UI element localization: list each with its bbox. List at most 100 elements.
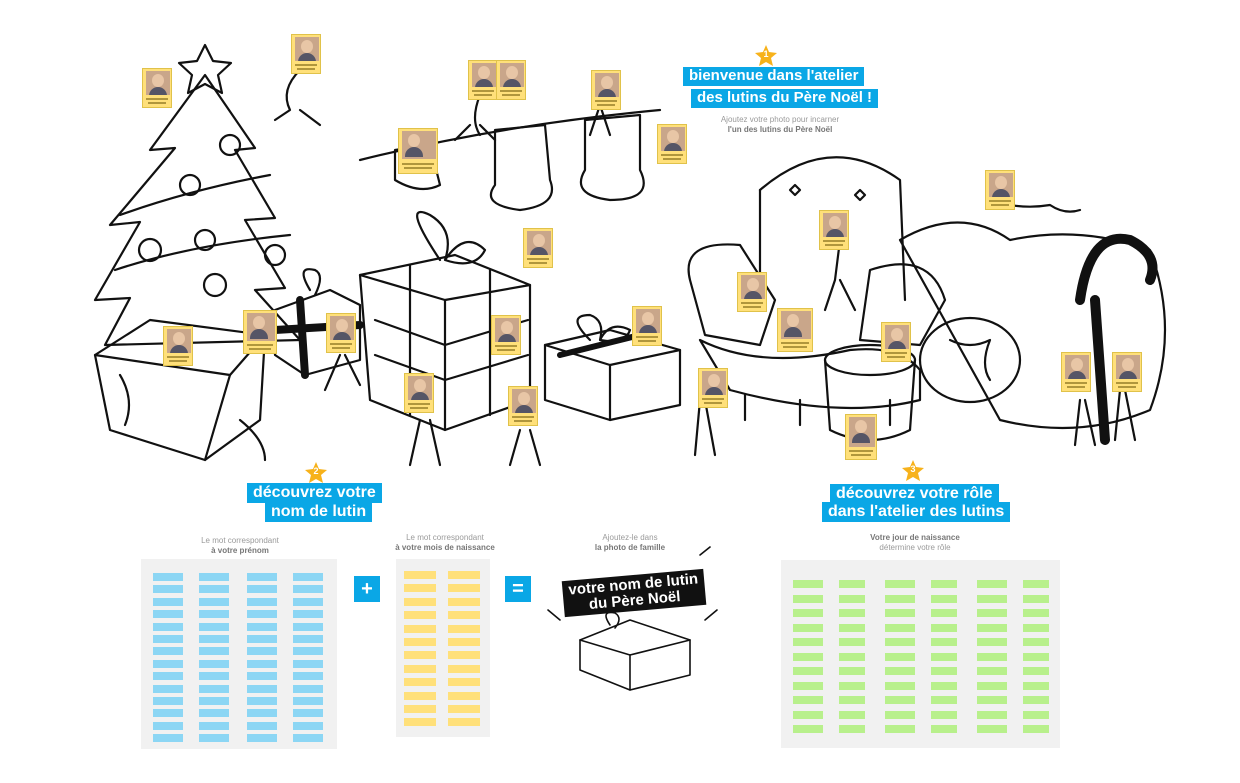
table-key-cell [153,734,183,743]
elf-photo-card[interactable] [243,310,277,354]
table-value-cell [931,681,957,690]
table-key-cell [977,594,1007,603]
elf-photo-card[interactable] [777,308,813,352]
elf-photo-card[interactable] [819,210,849,250]
table-key-cell [885,652,915,661]
table-key-cell [247,585,277,594]
table-value-cell [1023,696,1049,704]
stockings-garland-drawing [358,108,662,212]
elf-photo-card[interactable] [985,170,1015,210]
table-value-cell [448,718,480,727]
elf-photo-card[interactable] [491,315,521,355]
elf-photo-card[interactable] [142,68,172,108]
table-value-cell [931,710,957,719]
elf-photo-card[interactable] [398,128,438,174]
table-value-cell [448,651,480,660]
elf-face-photo [741,275,765,299]
table-value-cell [448,611,480,620]
table-value-cell [199,734,229,743]
card-caption-line [851,454,871,456]
table-key-cell [404,597,436,606]
elf-photo-card[interactable] [326,313,356,353]
table-value-cell [199,697,229,705]
elf-photo-card[interactable] [1061,352,1091,392]
table-key-cell [885,623,915,632]
elf-photo-card[interactable] [291,34,321,74]
table-key-cell [793,710,823,719]
table-key-cell [793,623,823,632]
table-value-cell [199,709,229,718]
table-value-cell [1023,725,1049,733]
elf-photo-card[interactable] [1112,352,1142,392]
elf-photo-card[interactable] [508,386,538,426]
table-key-cell [404,691,436,700]
elf-face-photo [885,325,909,349]
elf-photo-card[interactable] [468,60,498,100]
step2-title-line2: nom de lutin [265,502,373,522]
elf-photo-card[interactable] [657,124,687,164]
hat-box-drawing [823,316,1022,442]
table-value-cell [839,725,865,733]
step-number: 1 [763,49,769,59]
elf-face-photo [702,371,726,395]
mois-heading-line2: à votre mois de naissance [395,543,495,553]
table-value-cell [839,580,865,588]
prenom-table-panel [141,559,337,749]
elf-photo-card[interactable] [737,272,767,312]
card-caption-line [514,420,532,422]
table-value-cell [448,571,480,579]
table-value-cell [293,672,323,681]
table-value-cell [293,697,323,705]
table-key-cell [404,705,436,713]
card-caption-line [989,200,1011,202]
table-value-cell [293,573,323,581]
table-value-cell [839,638,865,646]
table-value-cell [1023,609,1049,617]
armchair-drawing [687,156,947,427]
table-value-cell [293,622,323,631]
mois-heading-line1: Le mot correspondant [406,533,484,542]
table-key-cell [793,594,823,603]
card-caption-line [743,306,761,308]
table-value-cell [1023,652,1049,661]
equals-icon: = [505,576,531,602]
elf-face-photo [1065,355,1089,379]
card-caption-line [663,158,681,160]
elf-photo-card[interactable] [496,60,526,100]
elf-photo-card[interactable] [163,326,193,366]
card-caption-line [991,204,1009,206]
table-value-cell [931,609,957,617]
elf-face-photo [408,376,432,400]
elf-face-photo [661,127,685,151]
table-value-cell [1023,638,1049,646]
elf-photo-card[interactable] [698,368,728,408]
table-value-cell [448,638,480,646]
table-value-cell [931,594,957,603]
table-key-cell [153,659,183,668]
step1-subtitle-line1: Ajoutez votre photo pour incarner [720,115,840,124]
elf-photo-card[interactable] [523,228,553,268]
elf-face-photo [500,63,524,87]
table-value-cell [448,664,480,673]
table-key-cell [247,721,277,730]
elf-photo-card[interactable] [404,373,434,413]
table-key-cell [153,647,183,656]
elf-photo-card[interactable] [591,70,621,110]
elf-photo-card[interactable] [845,414,877,460]
card-caption-line [148,102,166,104]
card-caption-line [408,403,430,405]
table-key-cell [977,580,1007,588]
elf-photo-card[interactable] [632,306,662,346]
table-value-cell [839,667,865,675]
star-badge-icon [755,45,777,66]
table-key-cell [153,721,183,730]
elf-photo-card[interactable] [881,322,911,362]
table-value-cell [199,684,229,693]
table-key-cell [793,652,823,661]
photo-heading-line1: Ajoutez-le dans [602,533,658,542]
elf-face-photo [167,329,191,353]
table-value-cell [199,573,229,581]
card-caption-line [825,244,843,246]
table-value-cell [931,696,957,704]
card-caption-line [638,340,656,342]
